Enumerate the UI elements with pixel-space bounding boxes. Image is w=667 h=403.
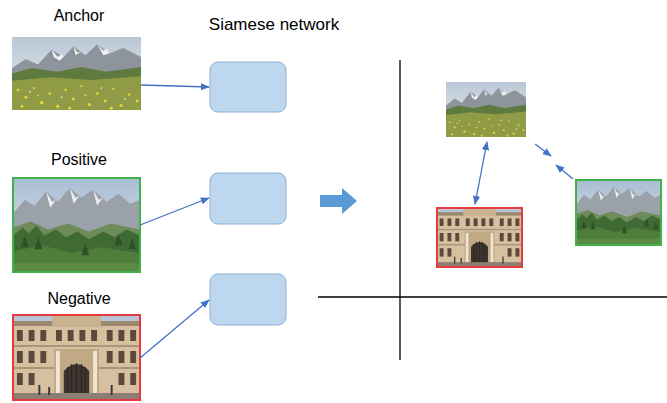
positive-frame xyxy=(13,178,140,272)
network-box xyxy=(210,62,286,112)
positive-photo xyxy=(13,178,140,272)
image-label: Positive xyxy=(12,150,146,169)
image-label: Anchor xyxy=(12,6,146,25)
column-heading: Siamese network xyxy=(209,15,339,35)
anchor-photo xyxy=(12,37,141,110)
pull-arrow xyxy=(556,165,573,179)
negative-frame xyxy=(13,315,140,400)
network-box xyxy=(210,173,286,224)
x-axis xyxy=(318,296,667,297)
input-arrow xyxy=(140,300,209,358)
negative-embedding xyxy=(437,208,522,267)
distance-arrow xyxy=(475,142,487,204)
image-node: Negative xyxy=(12,289,146,401)
pull-arrow xyxy=(535,144,551,156)
negative-photo xyxy=(13,315,140,400)
input-arrow xyxy=(140,198,209,225)
block-arrow xyxy=(320,188,357,214)
positive-embedding xyxy=(576,180,661,245)
input-arrow xyxy=(141,85,209,87)
image-label: Negative xyxy=(12,289,146,308)
negative-embedding-frame xyxy=(437,208,522,267)
anchor-embedding xyxy=(446,82,526,137)
image-node: Anchor xyxy=(12,6,146,112)
y-axis xyxy=(399,60,400,360)
positive-embedding-frame xyxy=(576,180,661,245)
network-box xyxy=(210,274,286,325)
image-node: Positive xyxy=(12,150,146,274)
